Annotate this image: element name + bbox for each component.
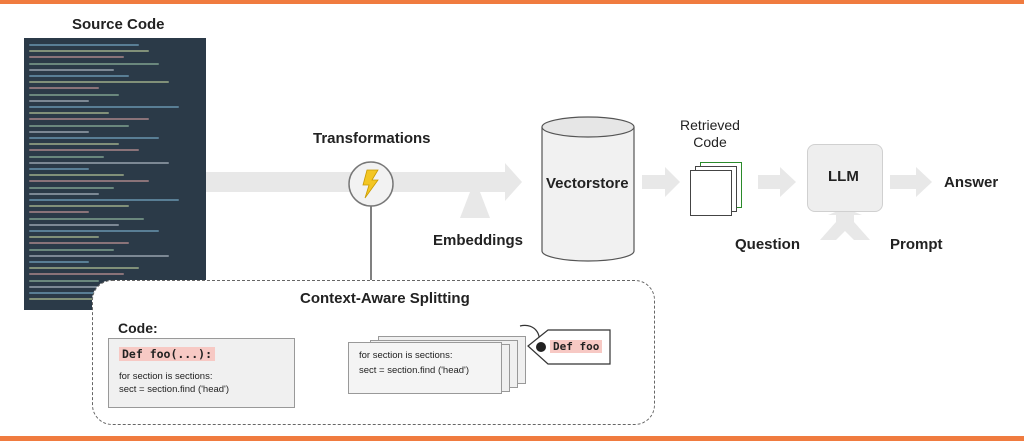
def-foo-highlight: Def foo(...): xyxy=(119,347,216,361)
top-accent-bar xyxy=(0,0,1024,4)
prompt-label: Prompt xyxy=(890,236,943,253)
code-label: Code: xyxy=(118,320,158,336)
code-text-line xyxy=(29,68,114,71)
retrieved-code-label: Retrieved Code xyxy=(680,117,740,151)
code-text-line xyxy=(29,81,169,84)
arrow-prompt-feed xyxy=(820,208,870,240)
code-text-line xyxy=(29,75,129,77)
code-text-line xyxy=(29,93,119,96)
context-aware-splitting-title: Context-Aware Splitting xyxy=(300,290,470,307)
code-text-line xyxy=(29,242,129,245)
vectorstore-cylinder xyxy=(541,116,635,262)
code-text-line xyxy=(29,161,169,164)
code-text-line xyxy=(29,236,99,239)
source-code-panel xyxy=(24,38,206,310)
code-text-line xyxy=(29,186,114,189)
code-text-line xyxy=(29,205,129,208)
code-text-line xyxy=(29,279,99,282)
llm-box xyxy=(807,144,883,212)
code-text-line xyxy=(29,292,109,294)
code-text-line xyxy=(29,124,129,127)
code-text-line xyxy=(29,254,169,257)
source-code-title: Source Code xyxy=(72,16,165,33)
arrow-to-llm xyxy=(758,167,796,197)
code-line-find: sect = section.find ('head') xyxy=(119,384,230,395)
code-text-line xyxy=(29,248,114,251)
code-text-line xyxy=(29,50,149,53)
code-text-line xyxy=(29,87,99,90)
code-text-line xyxy=(29,143,119,146)
llm-label: LLM xyxy=(828,168,859,185)
code-text-line xyxy=(29,199,179,201)
code-text-line xyxy=(29,130,89,133)
code-text-line xyxy=(29,149,139,152)
code-text-line xyxy=(29,285,154,288)
code-text-line xyxy=(29,223,119,226)
arrow-to-answer xyxy=(890,167,932,197)
code-text-line xyxy=(29,106,179,108)
chunk-line-find: sect = section.find ('head') xyxy=(359,365,470,376)
transformations-title: Transformations xyxy=(313,130,431,147)
answer-label: Answer xyxy=(944,174,999,191)
code-text-line xyxy=(29,137,159,139)
retrieved-label-line1: Retrieved xyxy=(680,117,740,133)
code-text-line xyxy=(29,99,89,102)
code-text-line xyxy=(29,168,89,170)
arrow-to-retrieved xyxy=(642,167,680,197)
question-label: Question xyxy=(735,236,801,253)
bottom-accent-bar xyxy=(0,436,1024,441)
code-text-line xyxy=(29,298,129,301)
retrieved-label-line2: Code xyxy=(693,134,727,150)
code-text-line xyxy=(29,217,144,220)
code-text-line xyxy=(29,230,159,232)
code-text-line xyxy=(29,192,99,195)
lightning-bolt-icon xyxy=(348,161,394,207)
code-text-line xyxy=(29,180,149,183)
code-text-line xyxy=(29,267,139,270)
code-text-line xyxy=(29,56,124,59)
tag-label: Def foo xyxy=(550,340,603,353)
code-text-line xyxy=(29,174,124,177)
code-text-line xyxy=(29,155,104,158)
code-text-line xyxy=(29,273,124,276)
code-text-line xyxy=(29,261,89,263)
embeddings-label: Embeddings xyxy=(433,232,524,249)
code-line-loop: for section is sections: xyxy=(119,371,213,382)
code-text-line xyxy=(29,118,149,121)
chunk-line-loop: for section is sections: xyxy=(359,350,453,361)
code-text-line xyxy=(29,44,139,46)
code-text-line xyxy=(29,62,159,65)
retrieved-doc-front xyxy=(690,170,732,216)
code-text-line xyxy=(29,112,109,115)
code-text-line xyxy=(29,211,89,214)
arrow-embeddings xyxy=(460,192,490,218)
vectorstore-label: Vectorstore xyxy=(546,175,629,192)
chunk-page-front xyxy=(348,342,502,394)
